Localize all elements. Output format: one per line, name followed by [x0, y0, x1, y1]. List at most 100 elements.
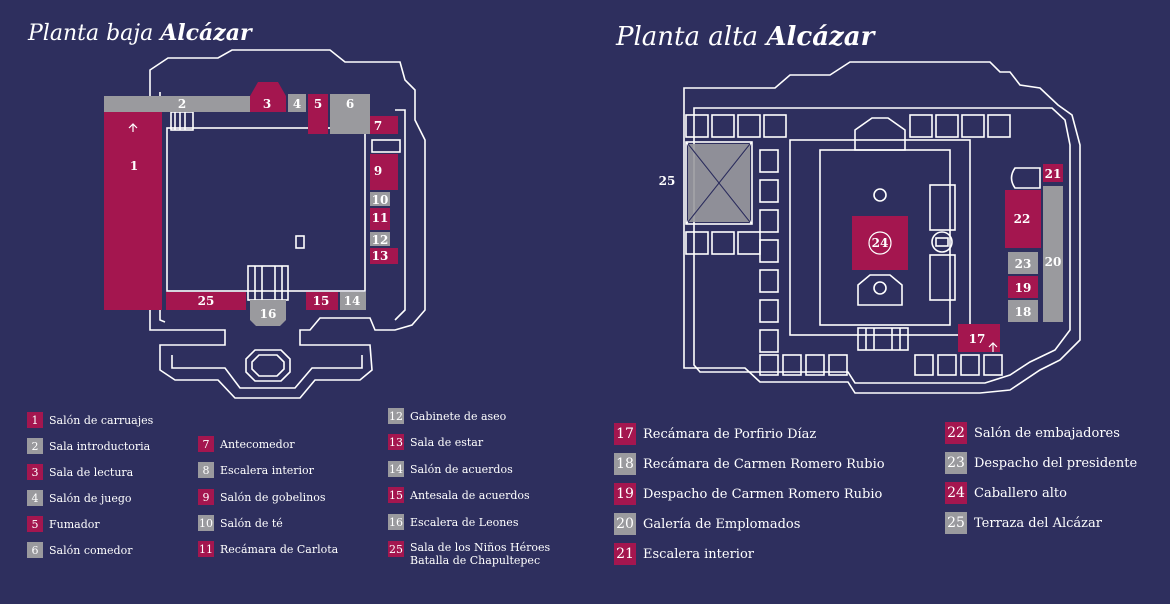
- legend-label: Salón comedor: [49, 543, 133, 557]
- room-4: [288, 94, 306, 112]
- room-14: [340, 292, 366, 310]
- upper-entrance-arrow-icon: [988, 342, 998, 352]
- legend-swatch: 22: [945, 422, 967, 444]
- legend-label-line2: Batalla de Chapultepec: [410, 554, 541, 567]
- legend-swatch: 25: [388, 541, 404, 557]
- map-label-4: 4: [293, 97, 301, 111]
- legend-label: Salón de té: [220, 516, 283, 530]
- room-6: [330, 94, 370, 134]
- map-label-13: 13: [372, 249, 389, 263]
- ground-floor-title-prefix: Planta baja: [28, 21, 154, 46]
- room-2: [104, 96, 250, 112]
- legend-swatch: 21: [614, 543, 636, 565]
- map-label-17: 17: [969, 332, 986, 346]
- ground-floor-rooms: [104, 82, 398, 326]
- room-3: [250, 82, 286, 112]
- legend-item: 11 Recámara de Carlota: [198, 541, 338, 557]
- map-label-21: 21: [1045, 167, 1062, 181]
- legend-swatch: 15: [388, 487, 404, 503]
- room-22: [1005, 190, 1041, 248]
- legend-item: 24 Caballero alto: [945, 482, 1067, 504]
- room-24: [852, 216, 908, 270]
- legend-item: 17 Recámara de Porfirio Díaz: [614, 423, 816, 445]
- map-label-7: 7: [374, 119, 382, 133]
- map-label-6: 6: [346, 97, 354, 111]
- legend-label: Caballero alto: [974, 485, 1067, 501]
- map-label-3: 3: [263, 97, 271, 111]
- legend-swatch: 23: [945, 452, 967, 474]
- legend-label: Antecomedor: [220, 437, 295, 451]
- map-label-9: 9: [374, 164, 382, 178]
- upper-floor-rooms: [687, 143, 1063, 352]
- map-label-24: 24: [872, 236, 889, 250]
- legend-label: Recámara de Porfirio Díaz: [643, 426, 817, 442]
- legend-label: Recámara de Carlota: [220, 542, 339, 556]
- room-16: [250, 300, 286, 326]
- room-23: [1008, 252, 1038, 274]
- map-label-15: 15: [313, 294, 330, 308]
- legend-label: Fumador: [49, 517, 100, 531]
- legend-label: Escalera interior: [643, 546, 755, 562]
- room-11: [370, 208, 390, 230]
- legend-swatch: 10: [198, 515, 214, 531]
- legend-swatch: 4: [27, 490, 43, 506]
- legend-label: Despacho de Carmen Romero Rubio: [643, 486, 883, 502]
- legend-label: Sala introductoria: [49, 439, 151, 453]
- room-21: [1043, 164, 1063, 182]
- legend-swatch: 6: [27, 542, 43, 558]
- upper-floor-title-name: Alcázar: [766, 22, 875, 52]
- legend-item: 19 Despacho de Carmen Romero Rubio: [614, 483, 882, 505]
- ground-floor-title: Planta baja Alcázar: [28, 20, 252, 46]
- map-label-11: 11: [372, 211, 389, 225]
- legend-label: Salón de carruajes: [49, 413, 154, 427]
- legend-label: Salón de acuerdos: [410, 462, 513, 476]
- legend-swatch: 17: [614, 423, 636, 445]
- ground-floor-title-name: Alcázar: [160, 20, 252, 46]
- legend-swatch: 18: [614, 453, 636, 475]
- room-13: [370, 248, 398, 264]
- upper-floor-title-prefix: Planta alta: [616, 22, 759, 52]
- legend-swatch: 19: [614, 483, 636, 505]
- room-10: [370, 192, 390, 206]
- room-7: [370, 116, 398, 134]
- legend-label: Sala de estar: [410, 435, 484, 449]
- map-label-1: 1: [130, 159, 138, 173]
- legend-label: Terraza del Alcázar: [974, 515, 1102, 531]
- entrance-arrow-icon: [128, 123, 138, 132]
- legend-swatch: 5: [27, 516, 43, 532]
- map-label-18: 18: [1015, 305, 1032, 319]
- upper-floor-room-numbers: 24 21 22 20 23 19 18 17 25: [659, 167, 1062, 346]
- legend-label: Escalera interior: [220, 463, 314, 477]
- legend-swatch: 7: [198, 436, 214, 452]
- legend-swatch: 11: [198, 541, 214, 557]
- map-label-14: 14: [344, 294, 361, 308]
- room-1: [104, 112, 162, 310]
- legend-swatch: 3: [27, 464, 43, 480]
- map-label-5: 5: [314, 97, 322, 111]
- legend-label: Antesala de acuerdos: [410, 488, 530, 502]
- room-15: [306, 292, 338, 310]
- room-18: [1008, 300, 1038, 322]
- legend-swatch: 16: [388, 514, 404, 530]
- map-label-20: 20: [1045, 255, 1062, 269]
- legend-swatch: 24: [945, 482, 967, 504]
- legend-swatch: 13: [388, 434, 404, 450]
- map-label-2: 2: [178, 97, 186, 111]
- legend-item: 7 Antecomedor: [198, 436, 295, 452]
- legend-swatch: 8: [198, 462, 214, 478]
- legend-swatch: 2: [27, 438, 43, 454]
- map-label-22: 22: [1014, 212, 1031, 226]
- legend-label: Galería de Emplomados: [643, 516, 801, 532]
- room-20: [1043, 186, 1063, 322]
